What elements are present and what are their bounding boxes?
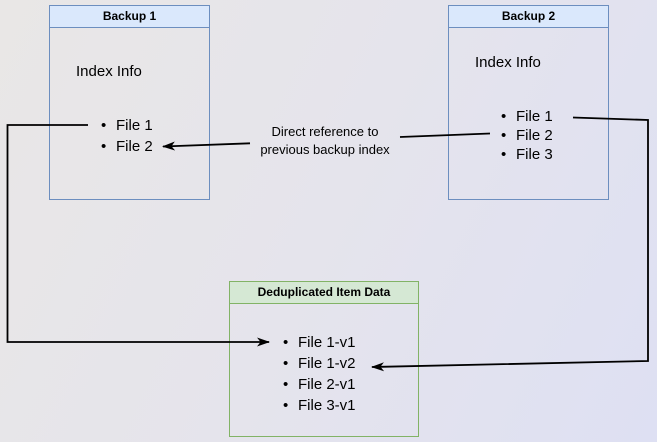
backup1-index-info-label: Index Info [76, 63, 142, 80]
direct-reference-label-line2: previous backup index [260, 142, 390, 157]
file-list-item: File 2 [501, 126, 553, 145]
file-list-item: File 3 [501, 145, 553, 164]
file-list-item: File 2 [101, 136, 153, 157]
backup2-index-info-label: Index Info [475, 54, 541, 71]
backup1-file-list: File 1File 2 [101, 115, 153, 157]
file-list-item: File 1 [101, 115, 153, 136]
file-list-item: File 3-v1 [283, 395, 355, 416]
file-list-item: File 1-v2 [283, 353, 355, 374]
backup2-file-list: File 1File 2File 3 [501, 107, 553, 164]
dedup-box: Deduplicated Item Data File 1-v1File 1-v… [229, 281, 419, 437]
direct-reference-label-line1: Direct reference to [271, 124, 379, 139]
file-list-item: File 1 [501, 107, 553, 126]
dedup-file-list: File 1-v1File 1-v2File 2-v1File 3-v1 [283, 332, 355, 416]
file-list-item: File 1-v1 [283, 332, 355, 353]
backup1-title: Backup 1 [50, 6, 209, 28]
direct-reference-label: Direct reference to previous backup inde… [235, 123, 415, 159]
backup1-box: Backup 1 Index Info File 1File 2 [49, 5, 210, 200]
dedup-title: Deduplicated Item Data [230, 282, 418, 304]
file-list-item: File 2-v1 [283, 374, 355, 395]
backup2-title: Backup 2 [449, 6, 608, 28]
backup2-box: Backup 2 Index Info File 1File 2File 3 [448, 5, 609, 200]
